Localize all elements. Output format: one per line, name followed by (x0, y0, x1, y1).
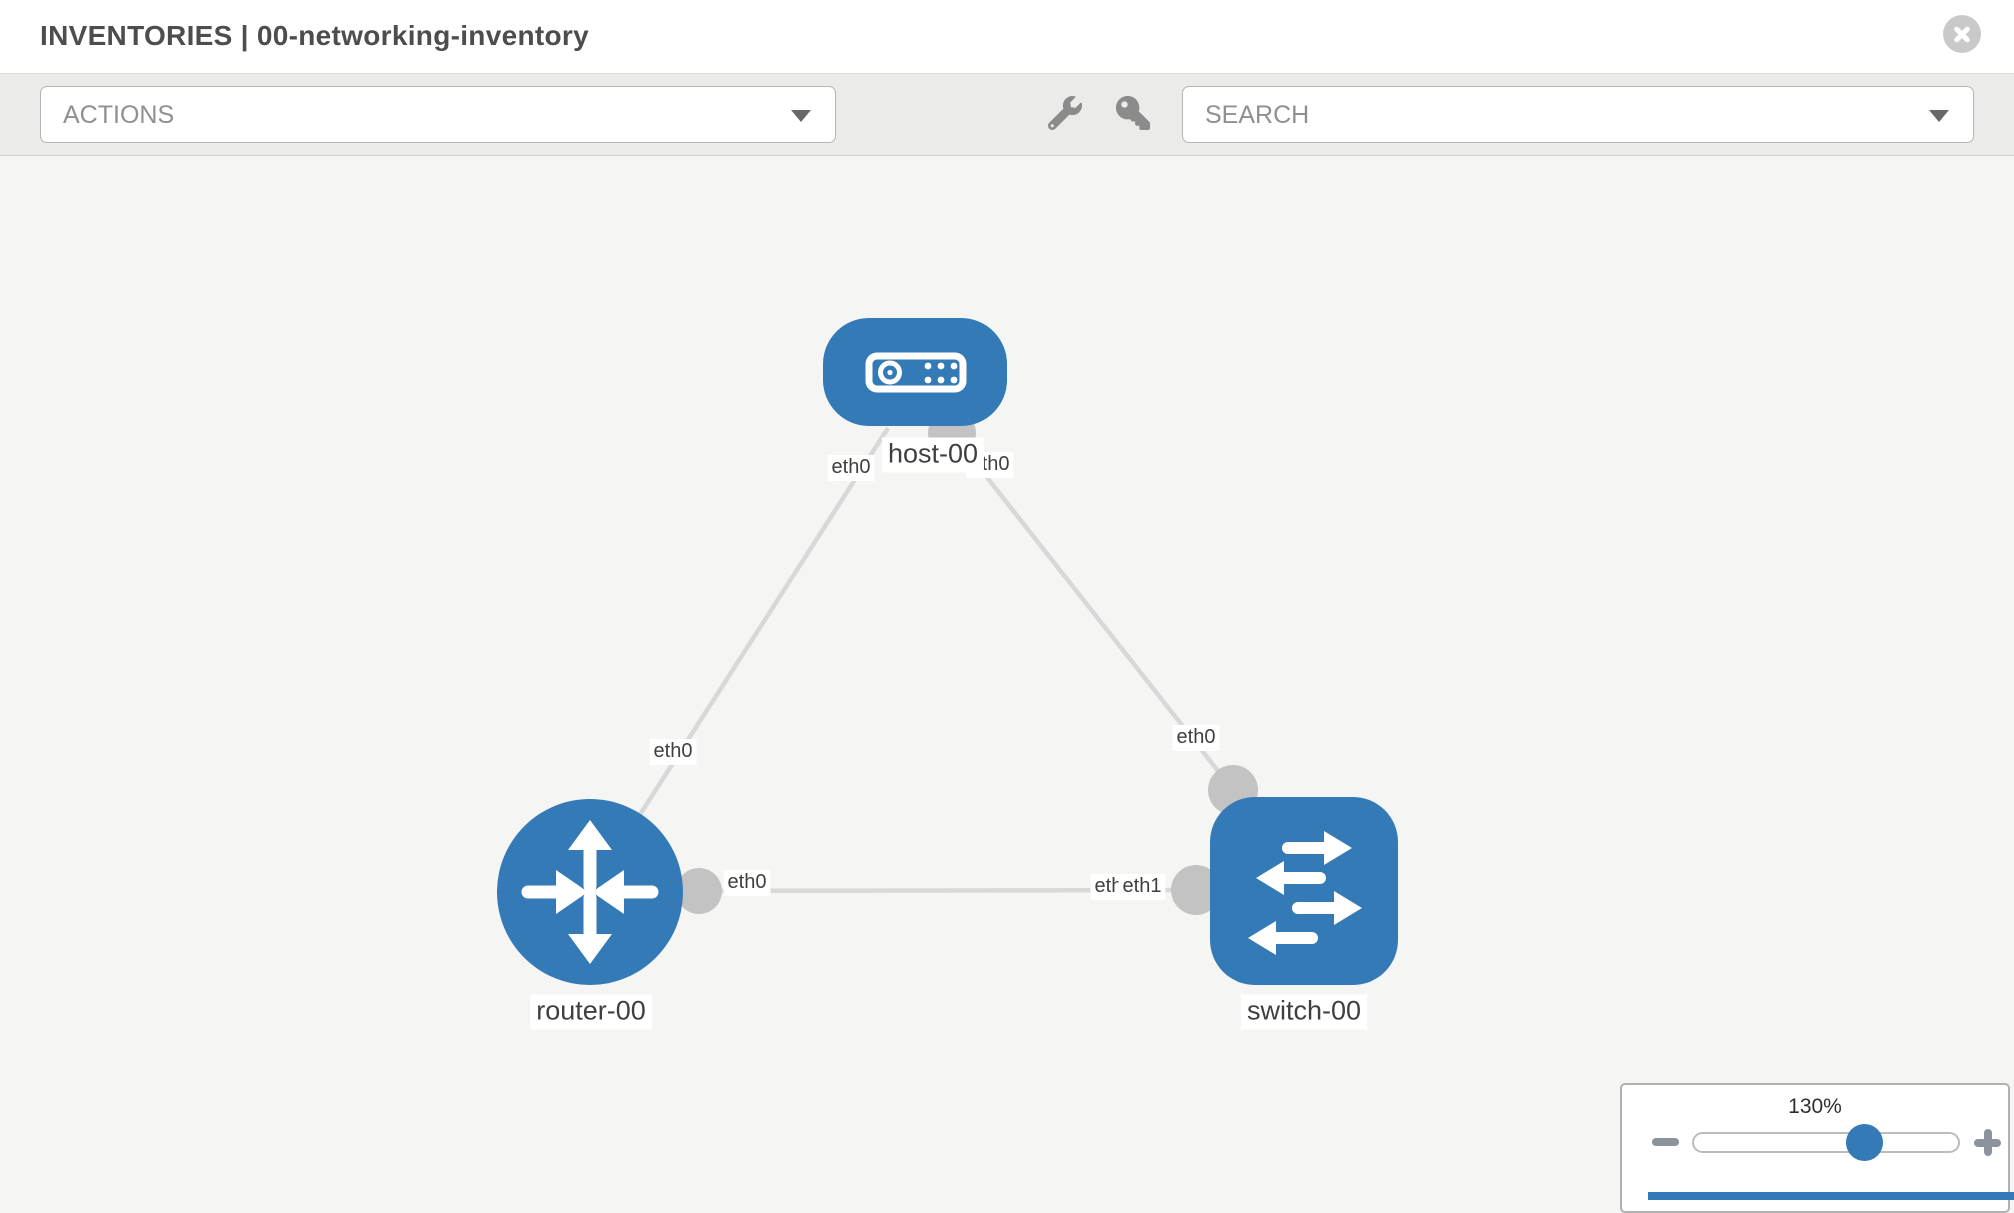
router-icon (521, 820, 659, 964)
configure-button[interactable] (1047, 96, 1088, 136)
zoom-panel: 130% (1620, 1083, 2010, 1213)
link-router-host (596, 426, 890, 882)
connectors-layer (676, 409, 1258, 915)
chevron-down-icon (791, 110, 811, 122)
zoom-slider-knob[interactable] (1846, 1124, 1883, 1161)
switch-icon (1248, 831, 1362, 955)
search-dropdown-label: SEARCH (1205, 101, 1310, 129)
toolbar: ACTIONS SEARCH (0, 73, 2014, 156)
node-host-00[interactable] (823, 318, 1007, 426)
node-switch-00[interactable] (1210, 797, 1398, 985)
wrench-icon (1047, 96, 1082, 131)
chevron-down-icon (1929, 110, 1949, 122)
links-layer (596, 426, 1241, 894)
interface-label: eth0 (723, 870, 771, 896)
bottom-panel-edge (1648, 1192, 2014, 1200)
close-button[interactable] (1943, 15, 1981, 53)
interface-label: eth0 (1172, 725, 1220, 751)
search-dropdown[interactable]: SEARCH (1182, 86, 1974, 143)
actions-dropdown[interactable]: ACTIONS (40, 86, 836, 143)
connector-router-eth0 (676, 868, 722, 914)
node-router-00[interactable] (497, 799, 683, 985)
interface-label: eth0 (649, 739, 697, 765)
host-icon (865, 352, 967, 393)
key-icon (1116, 96, 1150, 130)
zoom-out-button[interactable] (1652, 1138, 1679, 1146)
zoom-slider-track[interactable] (1692, 1132, 1960, 1153)
actions-dropdown-label: ACTIONS (63, 101, 175, 129)
connector-switch-eth1 (1171, 865, 1221, 915)
interface-label: eth0 (827, 455, 875, 481)
header: INVENTORIES | 00-networking-inventory (0, 0, 2014, 73)
node-name-router: router-00 (530, 994, 652, 1030)
node-name-switch: switch-00 (1240, 994, 1368, 1030)
page-title: INVENTORIES | 00-networking-inventory (40, 20, 589, 51)
zoom-level: 130% (1788, 1095, 1842, 1118)
node-name-host: host-00 (881, 437, 985, 473)
credentials-button[interactable] (1116, 96, 1156, 136)
zoom-in-button[interactable] (1974, 1129, 2001, 1156)
interface-label: eth1 (1118, 874, 1166, 900)
